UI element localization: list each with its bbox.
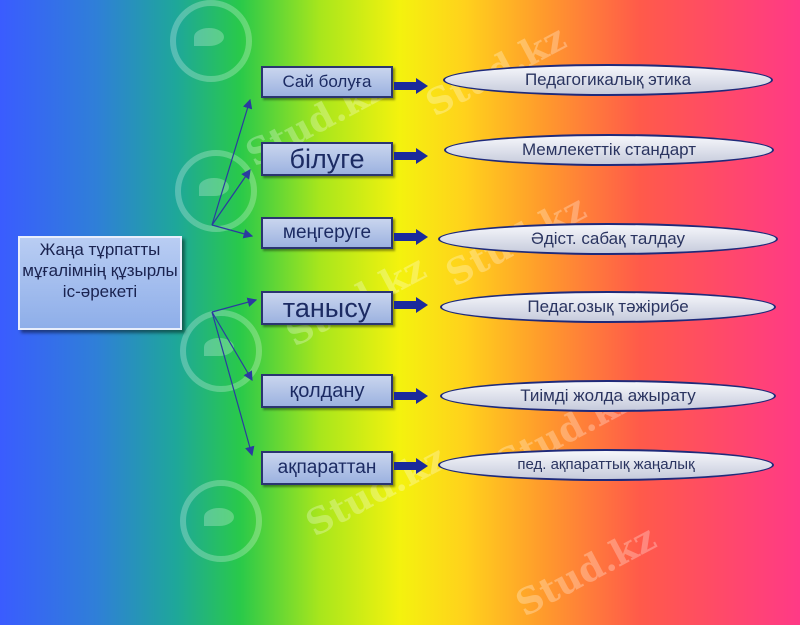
topic-ellipse: Педагогикалық этика bbox=[443, 64, 773, 96]
topic-label: Тиімді жолда ажырату bbox=[520, 386, 696, 405]
connector-line bbox=[211, 224, 254, 239]
action-label: танысу bbox=[282, 293, 372, 323]
action-box-mengeruge: меңгеруге bbox=[261, 217, 393, 249]
topic-label: Әдіст. сабақ талдау bbox=[531, 229, 685, 248]
action-box-biluge: білуге bbox=[261, 142, 393, 176]
connector-line bbox=[211, 98, 253, 226]
action-box-sai-bolu: Сай болуға bbox=[261, 66, 393, 98]
arrow-right-icon bbox=[394, 148, 428, 164]
topic-ellipse: пед. ақпараттық жаңалық bbox=[438, 449, 774, 481]
action-label: меңгеруге bbox=[282, 222, 372, 243]
action-label: Сай болуға bbox=[282, 72, 372, 91]
action-label: ақпараттан bbox=[277, 457, 377, 478]
topic-label: пед. ақпараттық жаңалық bbox=[517, 456, 695, 473]
arrow-right-icon bbox=[394, 458, 428, 474]
connector-line bbox=[211, 169, 251, 226]
action-box-koldanu: қолдану bbox=[261, 374, 393, 408]
main-competence-label: Жаңа тұрпатты мұғалімнің құзырлы іс-әрек… bbox=[22, 240, 178, 301]
topic-ellipse: Мемлекеттік стандарт bbox=[444, 134, 774, 166]
action-label: қолдану bbox=[289, 380, 365, 402]
topic-label: Мемлекеттік стандарт bbox=[521, 140, 697, 159]
arrow-right-icon bbox=[394, 297, 428, 313]
action-label: білуге bbox=[289, 144, 365, 174]
main-competence-box: Жаңа тұрпатты мұғалімнің құзырлы іс-әрек… bbox=[18, 236, 182, 330]
action-box-tanysu: танысу bbox=[261, 291, 393, 325]
arrow-right-icon bbox=[394, 78, 428, 94]
topic-label: Педаг.озық тәжірибе bbox=[527, 297, 689, 316]
arrow-right-icon bbox=[394, 388, 428, 404]
action-box-akparattan: ақпараттан bbox=[261, 451, 393, 485]
topic-label: Педагогикалық этика bbox=[524, 70, 692, 89]
connector-line bbox=[211, 297, 258, 313]
topic-ellipse: Әдіст. сабақ талдау bbox=[438, 223, 778, 255]
connector-line bbox=[211, 311, 253, 382]
connector-line bbox=[211, 311, 255, 457]
connector-lines bbox=[211, 98, 258, 457]
arrow-right-icon bbox=[394, 229, 428, 245]
topic-ellipse: Педаг.озық тәжірибе bbox=[440, 291, 776, 323]
topic-ellipse: Тиімді жолда ажырату bbox=[440, 380, 776, 412]
